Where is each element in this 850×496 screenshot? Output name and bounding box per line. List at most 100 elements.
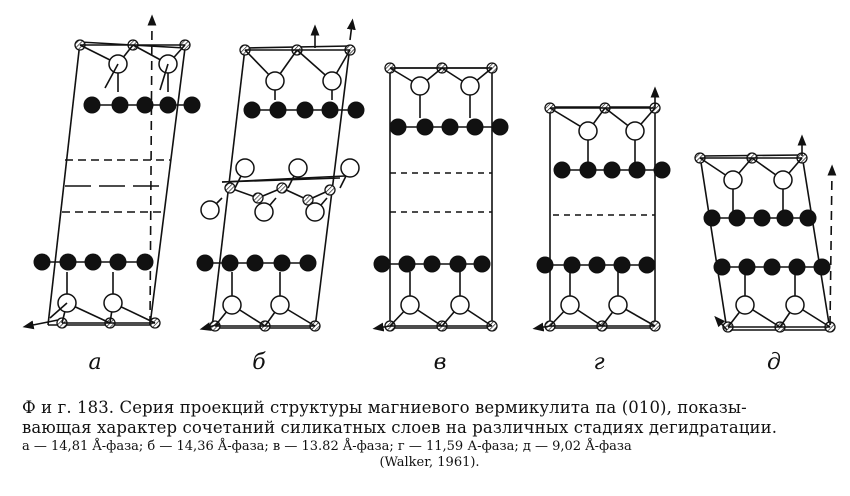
arrow-icon xyxy=(372,322,391,332)
cell-edge-right xyxy=(801,154,831,331)
filled-circle-atom xyxy=(109,253,127,271)
panel-label-a: а xyxy=(88,350,102,375)
filled-circle-atom xyxy=(713,258,731,276)
tetra-bond xyxy=(49,302,68,319)
filled-circle-atom xyxy=(83,96,101,114)
panel-label-v: в xyxy=(433,350,447,375)
cation-atom xyxy=(324,184,336,196)
open-circle-atom xyxy=(265,71,285,91)
filled-circle-atom xyxy=(269,101,287,119)
water-molecule-atom xyxy=(305,202,325,222)
filled-circle-atom xyxy=(813,258,831,276)
filled-circle-atom xyxy=(423,255,441,273)
panel-label-g: г xyxy=(593,350,605,375)
filled-circle-atom xyxy=(466,118,484,136)
filled-circle-atom xyxy=(613,256,631,274)
filled-circle-atom xyxy=(799,209,817,227)
filled-circle-atom xyxy=(347,101,365,119)
water-molecule-atom xyxy=(288,158,308,178)
open-circle-atom xyxy=(400,295,420,315)
open-circle-atom xyxy=(735,295,755,315)
filled-circle-atom xyxy=(449,255,467,273)
panel-label-d: д xyxy=(767,350,781,375)
arrow-icon xyxy=(199,322,221,331)
filled-circle-atom xyxy=(441,118,459,136)
open-circle-atom xyxy=(410,76,430,96)
open-circle-atom xyxy=(608,295,628,315)
filled-circle-atom xyxy=(753,209,771,227)
filled-circle-atom xyxy=(398,255,416,273)
filled-circle-atom xyxy=(373,255,391,273)
caption-line-2: вающая характер сочетаний силикатных сло… xyxy=(22,418,778,437)
cation-atom xyxy=(276,182,288,194)
filled-circle-atom xyxy=(136,96,154,114)
open-circle-atom xyxy=(578,121,598,141)
filled-circle-atom xyxy=(389,118,407,136)
filled-circle-atom xyxy=(628,161,646,179)
arrow-icon xyxy=(532,322,551,332)
cation-atom xyxy=(224,182,236,194)
filled-circle-atom xyxy=(638,256,656,274)
filled-circle-atom xyxy=(221,254,239,272)
water-molecule-atom xyxy=(200,200,220,220)
filled-circle-atom xyxy=(296,101,314,119)
filled-circle-atom xyxy=(321,101,339,119)
cell-edge-right xyxy=(149,47,186,326)
filled-circle-atom xyxy=(491,118,509,136)
caption-line-1: Ф и г. 183. Серия проекций структуры маг… xyxy=(22,398,747,417)
filled-circle-atom xyxy=(579,161,597,179)
open-circle-atom xyxy=(222,295,242,315)
open-circle-atom xyxy=(625,121,645,141)
open-circle-atom xyxy=(103,293,123,313)
filled-circle-atom xyxy=(136,253,154,271)
open-circle-atom xyxy=(785,295,805,315)
filled-circle-atom xyxy=(738,258,756,276)
cation-atom xyxy=(302,194,314,206)
tetra-bond xyxy=(104,63,119,89)
filled-circle-atom xyxy=(243,101,261,119)
filled-circle-atom xyxy=(653,161,671,179)
water-bond xyxy=(221,175,346,183)
filled-circle-atom xyxy=(183,96,201,114)
filled-circle-atom xyxy=(603,161,621,179)
arrow-icon xyxy=(714,315,728,331)
filled-circle-atom xyxy=(59,253,77,271)
filled-circle-atom xyxy=(553,161,571,179)
open-circle-atom xyxy=(322,71,342,91)
filled-circle-atom xyxy=(788,258,806,276)
filled-circle-atom xyxy=(299,254,317,272)
panel-label-b: б xyxy=(252,350,266,375)
arrow-icon xyxy=(827,164,837,326)
filled-circle-atom xyxy=(588,256,606,274)
water-molecule-atom xyxy=(340,158,360,178)
water-molecule-atom xyxy=(235,158,255,178)
figure-caption: Ф и г. 183. Серия проекций структуры маг… xyxy=(22,398,837,471)
filled-circle-atom xyxy=(246,254,264,272)
caption-line-4: (Walker, 1961). xyxy=(379,455,480,470)
arrow-icon xyxy=(346,18,356,41)
open-circle-atom xyxy=(560,295,580,315)
filled-circle-atom xyxy=(763,258,781,276)
open-circle-atom xyxy=(723,170,743,190)
filled-circle-atom xyxy=(84,253,102,271)
cell-edge-left xyxy=(47,41,81,326)
cation-atom xyxy=(252,192,264,204)
structure-figure xyxy=(22,14,837,333)
filled-circle-atom xyxy=(703,209,721,227)
filled-circle-atom xyxy=(473,255,491,273)
filled-circle-atom xyxy=(536,256,554,274)
tetra-bond xyxy=(159,63,169,91)
arrow-icon xyxy=(22,319,59,330)
open-circle-atom xyxy=(773,170,793,190)
open-circle-atom xyxy=(450,295,470,315)
filled-circle-atom xyxy=(159,96,177,114)
filled-circle-atom xyxy=(416,118,434,136)
open-circle-atom xyxy=(270,295,290,315)
caption-line-3: а — 14,81 Å-фаза; б — 14,36 Å-фаза; в — … xyxy=(22,439,632,454)
filled-circle-atom xyxy=(728,209,746,227)
filled-circle-atom xyxy=(563,256,581,274)
water-molecule-atom xyxy=(254,202,274,222)
filled-circle-atom xyxy=(196,254,214,272)
filled-circle-atom xyxy=(33,253,51,271)
filled-circle-atom xyxy=(273,254,291,272)
